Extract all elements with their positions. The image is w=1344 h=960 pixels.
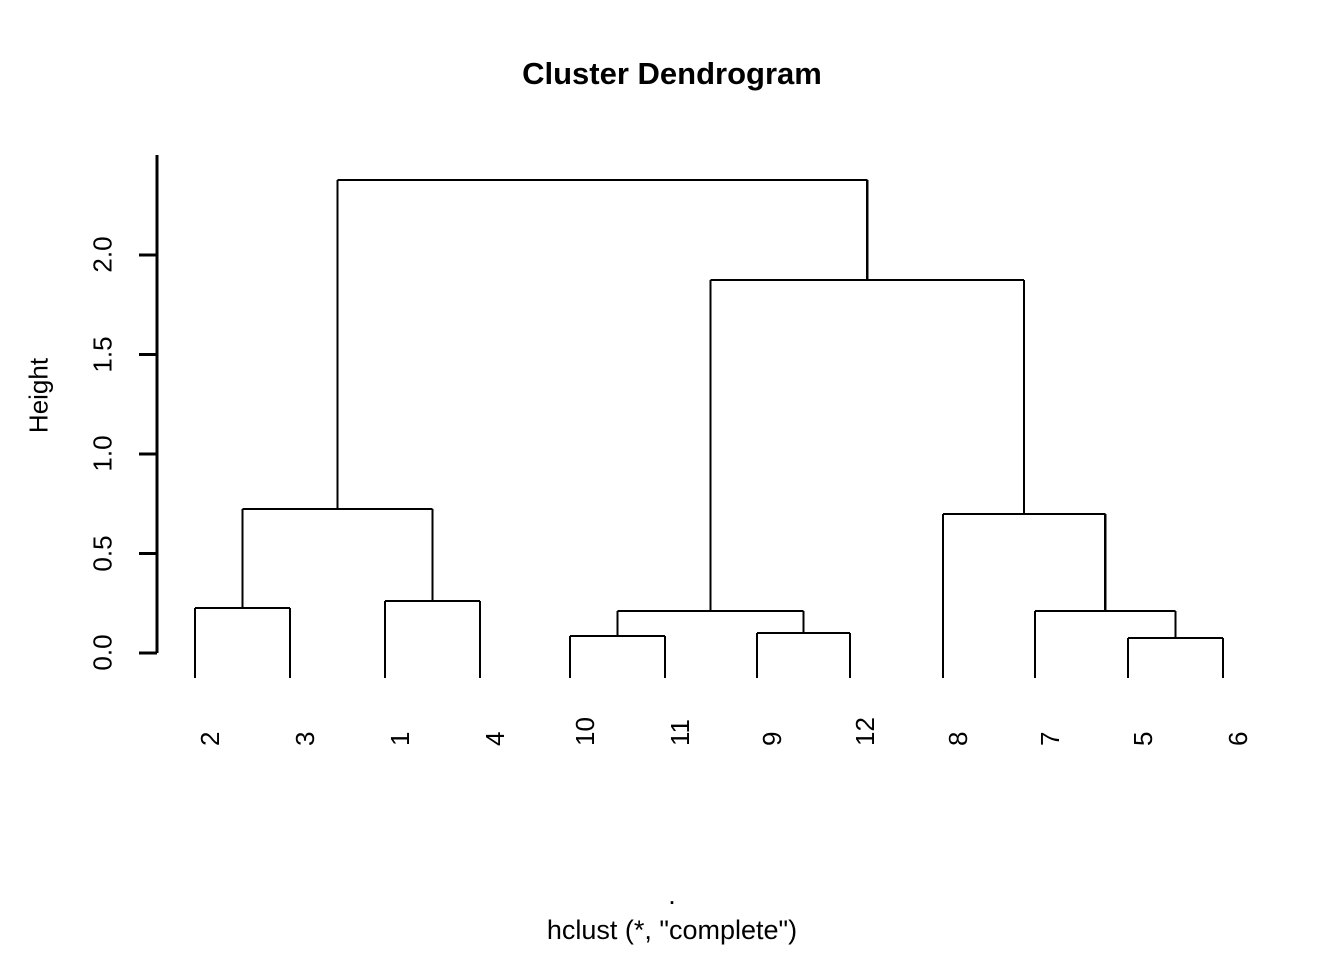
y-axis-tick-label: 2.0 — [87, 236, 118, 273]
leaf-label: 8 — [943, 731, 973, 746]
leaf-label: 11 — [665, 719, 695, 746]
y-axis — [139, 155, 159, 655]
y-axis-tick-label: 1.5 — [87, 335, 118, 373]
subcaption-text: hclust (*, "complete") — [546, 915, 798, 945]
leaf-label: 10 — [570, 717, 600, 746]
leaf-label: 2 — [195, 731, 225, 746]
leaf-label: 3 — [290, 731, 320, 746]
leaf-label: 12 — [850, 717, 880, 746]
y-axis-tick-label: 1.0 — [87, 435, 118, 472]
leaf-label: 9 — [757, 731, 787, 746]
leaf-label: 4 — [480, 731, 510, 746]
page-title: Cluster Dendrogram — [522, 56, 822, 91]
dendrogram-branches — [193, 178, 1225, 678]
leaf-label: 1 — [385, 731, 415, 746]
leaf-label: 6 — [1223, 731, 1253, 746]
leaf-label: 5 — [1128, 731, 1158, 746]
y-axis-tick-label: 0.0 — [87, 634, 118, 671]
leaf-label: 7 — [1035, 731, 1065, 746]
subcaption-dot: . — [668, 880, 676, 910]
y-axis-tick-label: 0.5 — [87, 534, 118, 572]
